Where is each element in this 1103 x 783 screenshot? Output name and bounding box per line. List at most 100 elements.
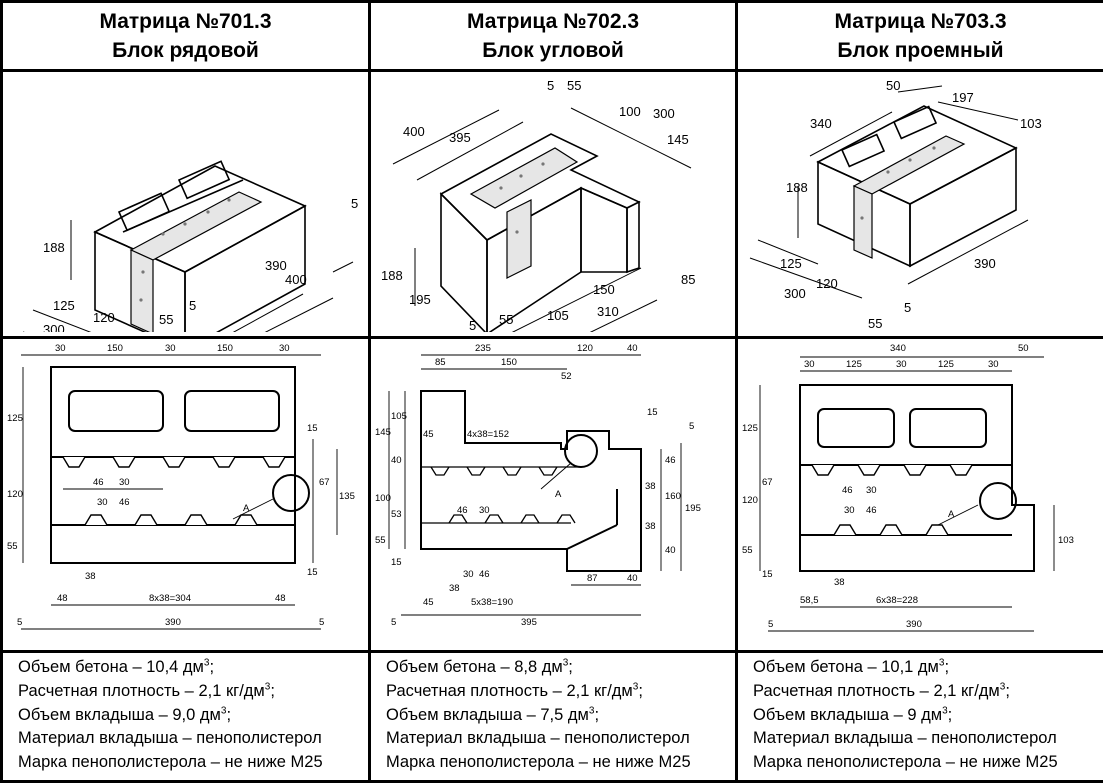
plan701-bottom-390: 390 — [165, 617, 181, 628]
plan702-right-40: 40 — [665, 545, 676, 556]
iso702-dim-105: 105 — [547, 308, 569, 323]
iso702-dim-400: 400 — [403, 124, 425, 139]
plan703-top-30b: 30 — [896, 359, 907, 370]
plan702-top-150: 150 — [501, 357, 517, 368]
plan701-bottom-48b: 48 — [275, 593, 286, 604]
iso702-dim-5a: 5 — [547, 78, 554, 93]
title-701: Матрица №701.3 — [99, 10, 272, 33]
plan703-bottom-228: 6x38=228 — [876, 595, 918, 606]
subtitle-701: Блок рядовой — [112, 39, 259, 62]
plan702-top-85: 85 — [435, 357, 446, 368]
iso703-dim-300: 300 — [784, 286, 806, 301]
plan701-left-120: 120 — [7, 489, 23, 500]
iso701-dim-5a: 5 — [351, 196, 358, 211]
iso702-dim-5b: 5 — [469, 318, 476, 332]
iso703-dim-5: 5 — [904, 300, 911, 315]
plan703-top-340: 340 — [890, 343, 906, 354]
iso703-dim-55: 55 — [868, 316, 882, 331]
spec702-line-3: Материал вкладыша – пенополистерол — [386, 729, 690, 748]
spec-cell-703: Объем бетона – 10,1 дм3; Расчетная плотн… — [735, 650, 1103, 783]
plan702-top-235: 235 — [475, 343, 491, 354]
plan702-right-5: 5 — [689, 421, 694, 432]
iso702-dim-395: 395 — [449, 130, 471, 145]
spec703-line-2: Объем вкладыша – 9 дм3; — [753, 705, 953, 724]
plan703-left-125: 125 — [742, 423, 758, 434]
iso702-dim-100: 100 — [619, 104, 641, 119]
iso701-dim-188: 188 — [43, 240, 65, 255]
spec701-line-4: Марка пенополистерола – не ниже М25 — [18, 752, 323, 771]
plan703-bottom-390: 390 — [906, 619, 922, 630]
plan702-inner-30a: 30 — [479, 505, 490, 516]
plan701-bottom-5b: 5 — [319, 617, 324, 628]
iso703-dim-340: 340 — [810, 116, 832, 131]
plan702-inner-152: 4x38=152 — [467, 429, 509, 440]
plan702-left-45: 45 — [423, 429, 434, 440]
plan-cell-702: 235 120 40 85 150 52 145 105 45 40 100 5… — [368, 335, 738, 654]
spec701-line-1: Расчетная плотность – 2,1 кг/дм3; — [18, 681, 275, 700]
iso701-dim-55: 55 — [159, 312, 173, 327]
plan-drawing-703: 340 50 30 125 30 125 30 125 67 120 55 15… — [742, 343, 1074, 632]
plan702-left-15: 15 — [391, 557, 402, 568]
header-702: Матрица №702.3 Блок угловой — [368, 0, 738, 73]
spec702-line-4: Марка пенополистерола – не ниже М25 — [386, 752, 691, 771]
plan702-left-53: 53 — [391, 509, 402, 520]
iso702-dim-85: 85 — [681, 272, 695, 287]
title-703: Матрица №703.3 — [834, 10, 1007, 33]
plan702-inner-46a: 46 — [457, 505, 468, 516]
plan701-right-135: 135 — [339, 491, 355, 502]
spec-cell-702: Объем бетона – 8,8 дм3; Расчетная плотно… — [368, 650, 738, 783]
spec703-line-1: Расчетная плотность – 2,1 кг/дм3; — [753, 681, 1010, 700]
plan702-right-195: 195 — [685, 503, 701, 514]
plan703-bottom-58-5: 58,5 — [800, 595, 819, 606]
plan-cell-703: 340 50 30 125 30 125 30 125 67 120 55 15… — [735, 335, 1103, 654]
iso701-dim-5b: 5 — [189, 298, 196, 313]
plan703-left-55: 55 — [742, 545, 753, 556]
plan702-left-105: 105 — [391, 411, 407, 422]
plan702-bottom-395: 395 — [521, 617, 537, 628]
plan702-left-55: 55 — [375, 535, 386, 546]
plan701-left-55: 55 — [7, 541, 18, 552]
plan702-top-120: 120 — [577, 343, 593, 354]
plan702-right-46: 46 — [665, 455, 676, 466]
title-702: Матрица №702.3 — [466, 10, 640, 33]
plan703-top-50: 50 — [1018, 343, 1029, 354]
plan703-top-30a: 30 — [804, 359, 815, 370]
plan702-left-145: 145 — [375, 427, 391, 438]
iso-cell-701: 188 125 300 120 55 5 390 400 5 — [0, 69, 371, 339]
plan701-right-15b: 15 — [307, 567, 318, 578]
header-701: Матрица №701.3 Блок рядовой — [0, 0, 371, 73]
spec703-line-0: Объем бетона – 10,1 дм3; — [753, 657, 950, 677]
subtitle-703: Блок проемный — [837, 39, 1004, 62]
iso702-dim-55b: 55 — [499, 312, 513, 327]
plan702-inner-46b: 46 — [479, 569, 490, 580]
plan701-inner-30b: 30 — [97, 497, 108, 508]
plan702-top-52: 52 — [561, 371, 572, 382]
plan703-inner-30b: 30 — [844, 505, 855, 516]
plan703-bottom-5: 5 — [768, 619, 773, 630]
plan701-top-30b: 30 — [165, 343, 176, 354]
plan701-left-125: 125 — [7, 413, 23, 424]
plan701-inner-46b: 46 — [119, 497, 130, 508]
iso703-dim-390: 390 — [974, 256, 996, 271]
plan702-right-160: 160 — [665, 491, 681, 502]
plan702-bottom-5: 5 — [391, 617, 396, 628]
plan701-top-150b: 150 — [217, 343, 233, 354]
plan703-left-120: 120 — [742, 495, 758, 506]
plan701-inner-46a: 46 — [93, 477, 104, 488]
plan701-top-150a: 150 — [107, 343, 123, 354]
iso701-dim-125: 125 — [53, 298, 75, 313]
plan701-top-30a: 30 — [55, 343, 66, 354]
iso702-dim-195: 195 — [409, 292, 431, 307]
iso702-dim-55a: 55 — [567, 78, 581, 93]
spec702-line-1: Расчетная плотность – 2,1 кг/дм3; — [386, 681, 643, 700]
plan701-right-15a: 15 — [307, 423, 318, 434]
iso702-dim-300: 300 — [653, 106, 675, 121]
plan702-left-100: 100 — [375, 493, 391, 504]
iso-cell-702: 5 55 100 300 400 395 145 188 150 85 105 … — [368, 69, 738, 339]
spec701-line-2: Объем вкладыша – 9,0 дм3; — [18, 705, 232, 724]
plan701-top-30c: 30 — [279, 343, 290, 354]
plan703-top-30c: 30 — [988, 359, 999, 370]
plan-drawing-702: 235 120 40 85 150 52 145 105 45 40 100 5… — [375, 343, 701, 628]
iso701-dim-300: 300 — [43, 322, 65, 332]
spec701-line-0: Объем бетона – 10,4 дм3; — [18, 657, 215, 677]
